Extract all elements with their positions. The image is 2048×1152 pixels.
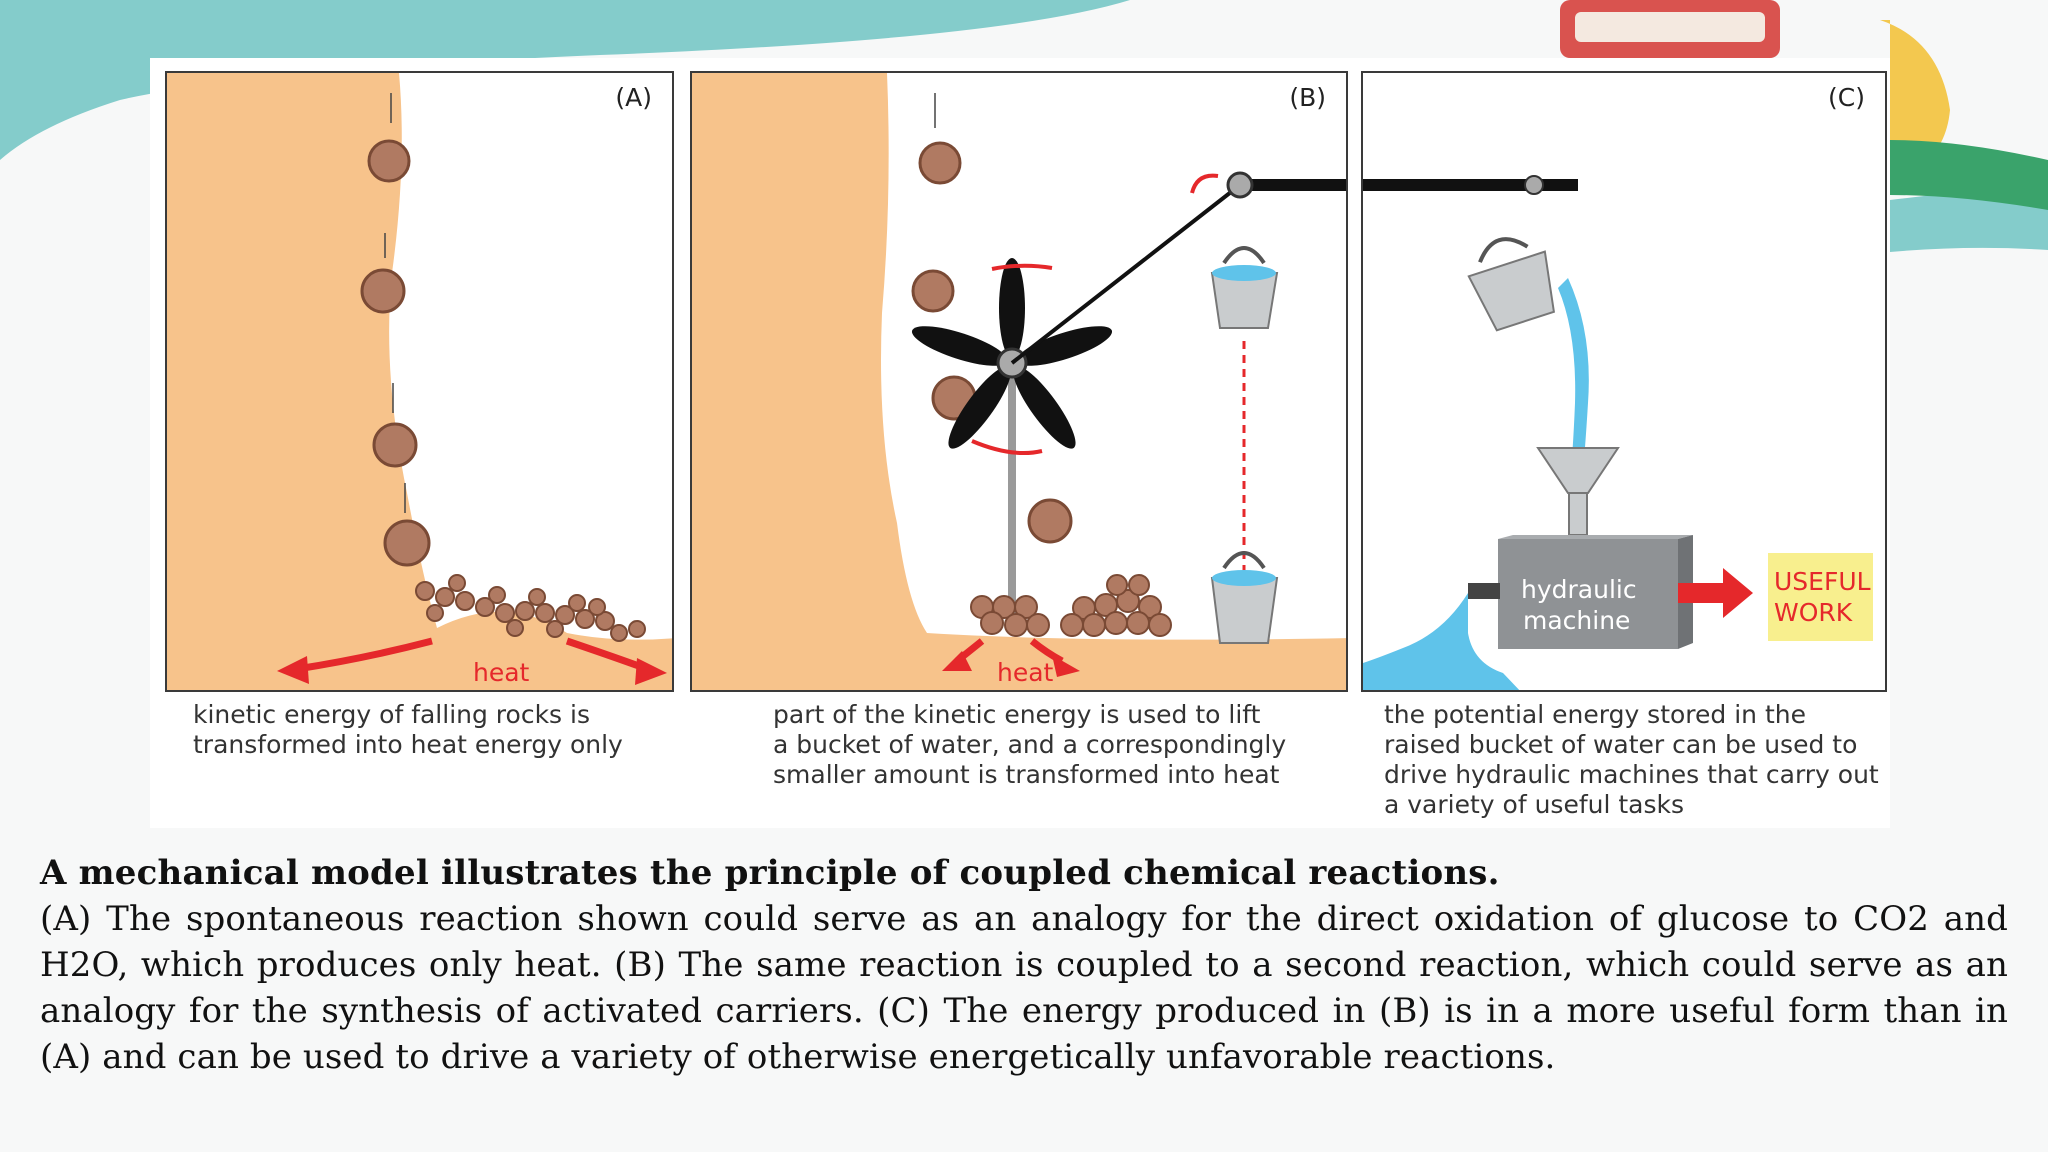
rock-pile (970, 574, 1172, 637)
outflow-water (1363, 593, 1520, 690)
pulley-rotation-arrow (1190, 173, 1219, 194)
outlet-pipe (1468, 583, 1500, 599)
useful-work-box (1768, 553, 1873, 641)
top-beam (1240, 179, 1346, 191)
panel-b: heat (B) (690, 71, 1348, 692)
caption-c: the potential energy stored in the raise… (1384, 700, 1879, 819)
heat-arrow-left (277, 637, 433, 684)
panel-b-illustration: heat (692, 73, 1346, 690)
tilted-bucket-icon (1467, 237, 1556, 332)
top-beam (1363, 179, 1578, 191)
panel-a: heat (A) (165, 71, 674, 692)
panel-c-label: (C) (1828, 83, 1865, 112)
falling-rock (911, 269, 955, 313)
machine-label-line1: hydraulic (1521, 575, 1637, 604)
panel-b-label: (B) (1289, 83, 1326, 112)
pulley-icon (1524, 175, 1544, 195)
falling-rock (383, 483, 431, 567)
water-stream (1558, 278, 1589, 493)
cliff (167, 73, 672, 690)
panel-c: hydraulic machine USEFUL WORK (C) (1361, 71, 1887, 692)
falling-rock (367, 93, 411, 183)
falling-rock (1027, 498, 1073, 544)
rope (1010, 183, 1242, 365)
falling-rock (360, 233, 406, 314)
falling-rock (918, 93, 962, 185)
rock-pile (415, 574, 646, 642)
heat-label: heat (997, 658, 1054, 687)
heat-arrow-left (942, 638, 985, 671)
caption-b: part of the kinetic energy is used to li… (773, 700, 1287, 789)
caption-a: kinetic energy of falling rocks is trans… (193, 700, 623, 759)
heat-label: heat (473, 658, 530, 687)
figure-title: A mechanical model illustrates the princ… (40, 853, 1500, 893)
figure-caption-block: A mechanical model illustrates the princ… (40, 850, 2008, 1080)
rotation-arrow (971, 263, 1053, 455)
useful-work-line2: WORK (1774, 598, 1853, 627)
panel-a-illustration: heat (167, 73, 672, 690)
hydraulic-machine-box: hydraulic machine (1498, 535, 1693, 649)
funnel-icon (1536, 447, 1620, 536)
heat-arrow-right (565, 637, 667, 685)
lower-bucket-icon (1210, 551, 1279, 644)
output-arrow-icon (1678, 568, 1753, 618)
figure-description: (A) The spontaneous reaction shown could… (40, 899, 2008, 1077)
raised-bucket-icon (1210, 246, 1279, 329)
useful-work-line1: USEFUL (1774, 567, 1871, 596)
panel-c-illustration: hydraulic machine USEFUL WORK (1363, 175, 1873, 690)
stacked-books-icon (1560, 0, 2048, 210)
heat-arrow-right (1029, 638, 1080, 677)
pulley-icon (1226, 171, 1254, 199)
cliff (692, 73, 1346, 690)
teal-swoosh-top-left (0, 0, 1130, 160)
machine-label-line2: machine (1523, 606, 1630, 635)
panel-a-label: (A) (615, 83, 652, 112)
falling-rock (372, 383, 418, 468)
